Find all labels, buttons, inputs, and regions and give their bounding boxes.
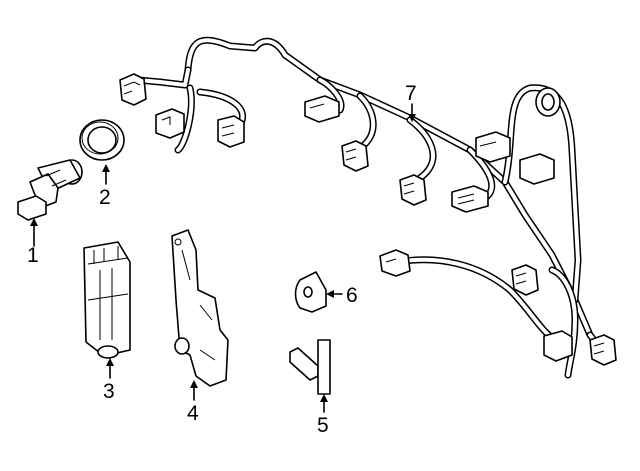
l-bracket[interactable] [289,339,331,395]
wire-clip[interactable] [294,271,327,313]
parking-sensor[interactable] [17,159,83,221]
callout-7: 7 [405,82,417,105]
harness-connector [511,264,539,296]
callout-5: 5 [317,414,329,437]
sensor-housing[interactable] [83,241,131,359]
wiring-harness[interactable] [119,36,617,379]
harness-connector [217,115,245,148]
callout-6: 6 [346,284,358,307]
harness-grommet [535,87,561,117]
harness-connector [589,334,617,366]
callout-2: 2 [99,186,111,209]
callout-leaders [30,103,416,413]
harness-connector [451,185,489,213]
callout-1: 1 [27,244,39,267]
harness-connector [475,131,511,163]
harness-connector [543,330,573,362]
callout-3: 3 [103,380,115,403]
mounting-bracket[interactable] [171,229,229,387]
harness-connector [304,95,340,123]
harness-connector [119,73,147,106]
harness-connector [399,174,427,206]
harness-connector [519,153,555,185]
callout-4: 4 [187,402,199,425]
harness-connector [379,249,411,277]
harness-connector [341,140,369,172]
sensor-ring[interactable] [79,119,125,161]
harness-connector [155,108,185,139]
